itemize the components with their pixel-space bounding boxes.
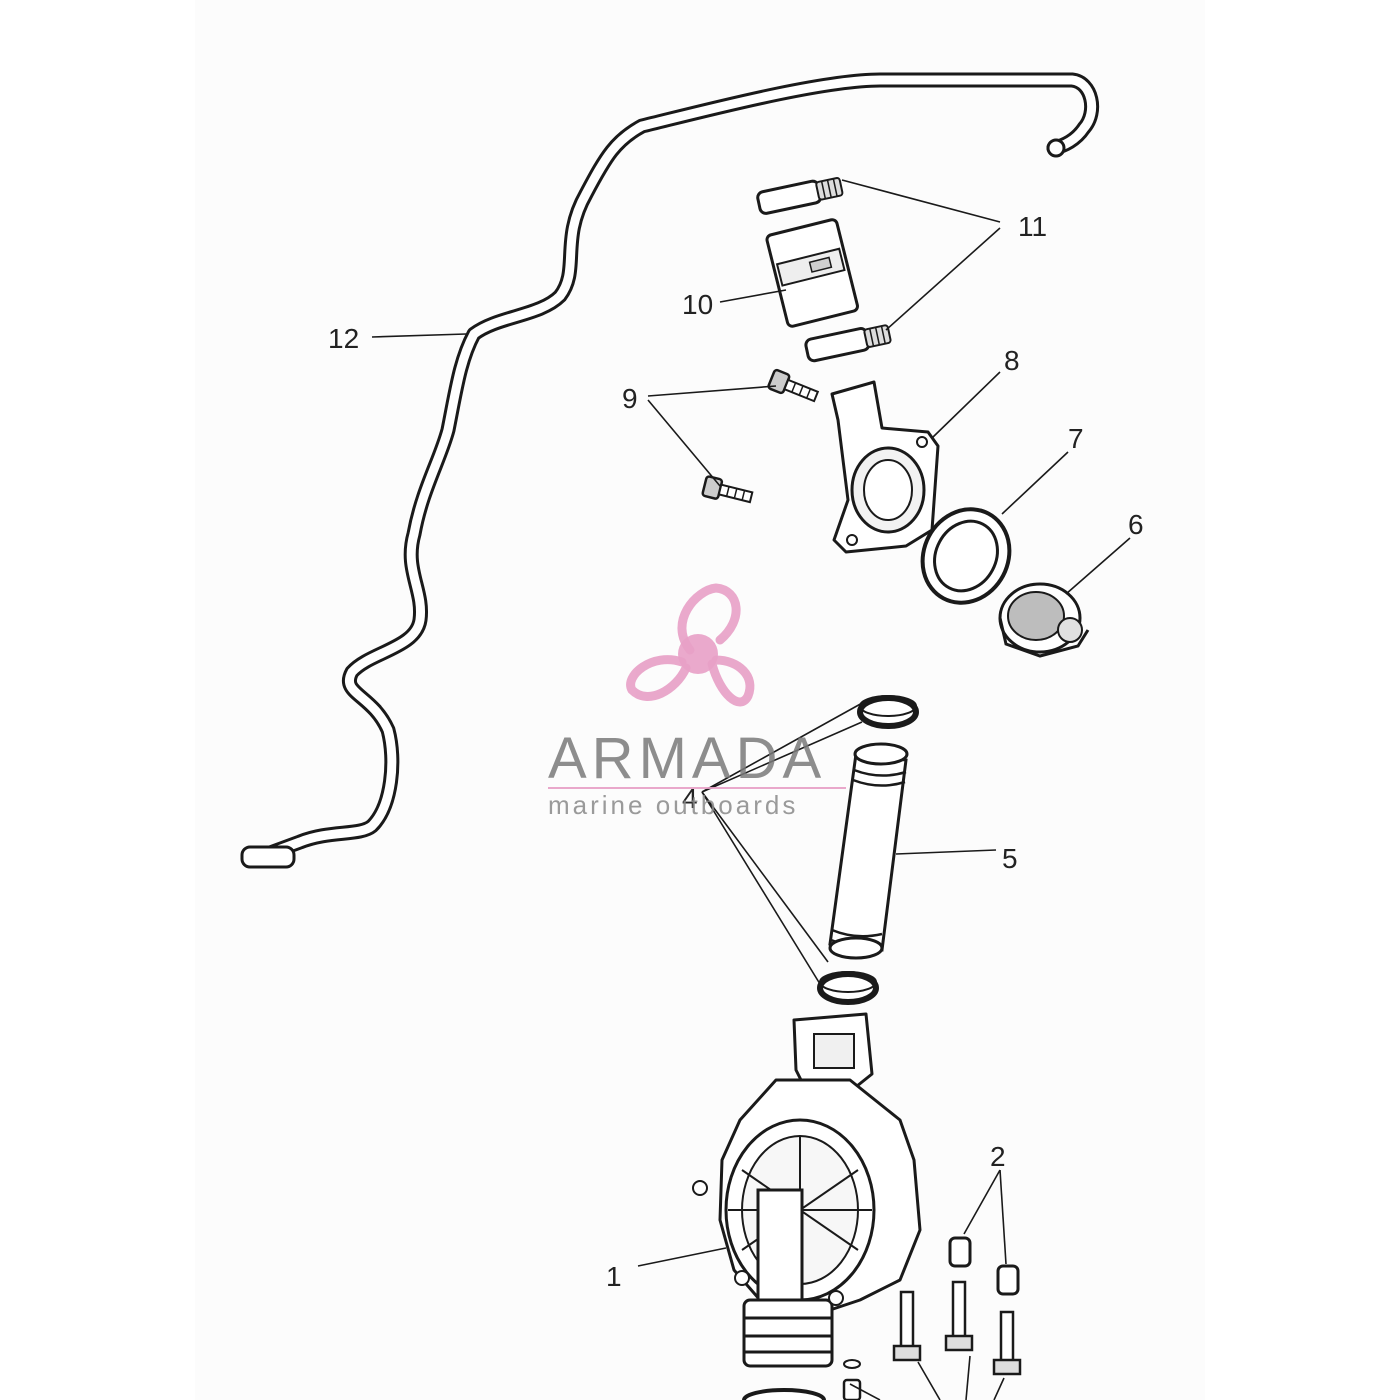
part-6-thermostat [998,582,1090,658]
callout-7: 7 [1068,423,1084,454]
callout-9: 9 [622,383,638,414]
sleeve-small [842,1378,862,1400]
part-11-fitting-upper [756,177,844,215]
bolt-middle [944,1280,974,1352]
callout-8: 8 [1004,345,1020,376]
bolt-right [992,1310,1022,1376]
seal-ring-bottom [742,1388,826,1400]
bolt-left [892,1290,922,1362]
callout-5: 5 [1002,843,1018,874]
part-11-fitting-lower [804,324,892,363]
washer-small [843,1359,861,1369]
propeller-hub-icon [678,634,718,674]
part-4-grommet-upper [857,695,919,729]
callout-4: 4 [682,783,698,814]
callout-2: 2 [990,1141,1006,1172]
callout-12: 12 [328,323,359,354]
part-10-coupling [765,218,859,328]
part-12-hose [240,72,1100,869]
callout-10: 10 [682,289,713,320]
callout-1: 1 [606,1261,622,1292]
part-2-sleeve-right [996,1264,1020,1296]
hose-end-left-icon [240,845,296,869]
callout-11: 11 [1018,211,1047,242]
part-8-thermostat-cover [830,380,940,554]
watermark-name: ARMADA [548,726,826,791]
part-7-gasket [920,507,1012,605]
part-2-sleeve-left [948,1236,972,1268]
part-9-screw-upper [767,368,820,403]
part-5-water-tube [828,742,909,960]
watermark-tagline: marine outboards [548,790,798,820]
callout-6: 6 [1128,509,1144,540]
leader-lines [371,179,1131,1400]
part-1-pump-housing [692,1012,922,1368]
watermark: ARMADA marine outboards [548,583,846,820]
propeller-logo-icon [626,583,755,707]
part-4-grommet-lower [817,971,879,1005]
